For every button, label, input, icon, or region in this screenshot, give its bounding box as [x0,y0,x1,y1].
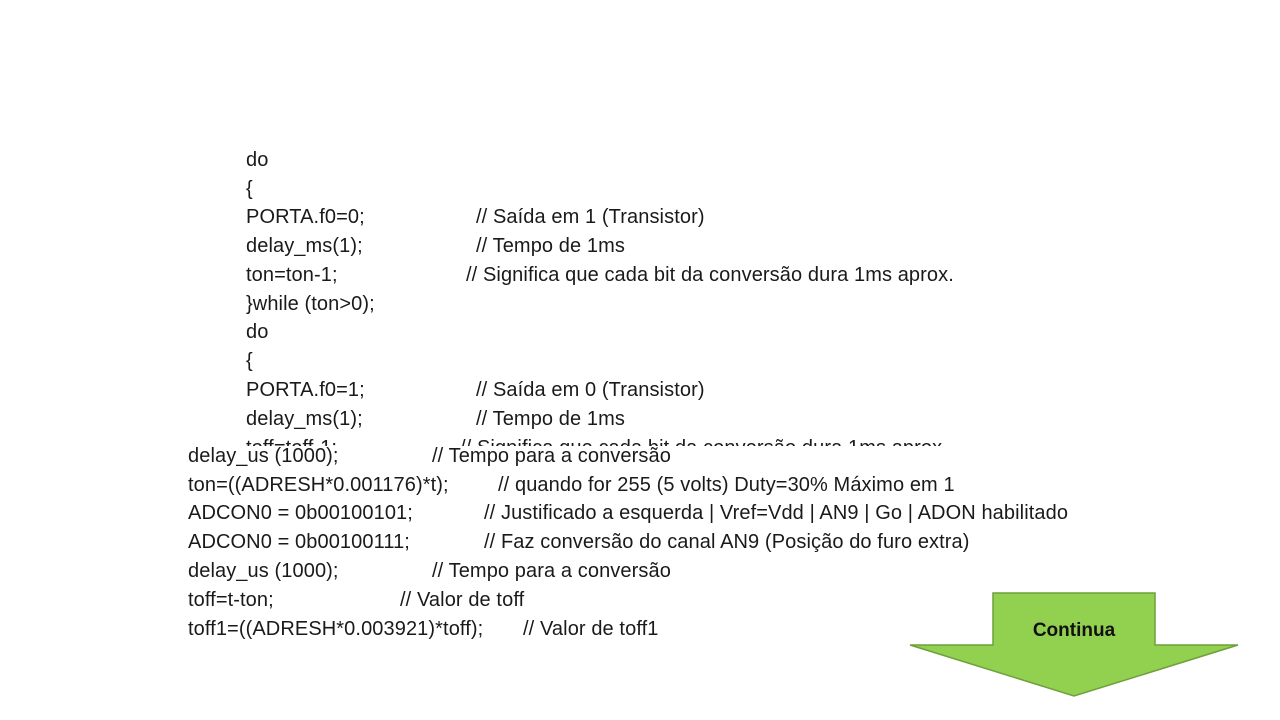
code-line: ADCON0 = 0b00100101; [188,502,413,524]
code-line: }while (ton>0); [246,293,375,315]
code-comment: // Justificado a esquerda | Vref=Vdd | A… [484,502,1069,524]
down-arrow-icon [909,592,1239,697]
code-line: { [246,178,253,200]
code-line: delay_us (1000); [188,445,339,467]
code-line: PORTA.f0=0; [246,206,365,228]
code-comment: // Valor de toff1 [523,618,659,640]
code-comment: // Tempo para a conversão [432,560,671,582]
code-line: delay_ms(1); [246,408,363,430]
continue-label: Continua [1032,620,1116,641]
code-line: ton=((ADRESH*0.001176)*t); [188,474,449,496]
code-line: delay_ms(1); [246,235,363,257]
code-comment: // Faz conversão do canal AN9 (Posição d… [484,531,970,553]
code-comment: // Tempo de 1ms [476,235,625,257]
code-line: delay_us (1000); [188,560,339,582]
code-comment: // Significa que cada bit da conversão d… [460,436,948,446]
code-comment: // Valor de toff [400,589,525,611]
code-comment: // Tempo para a conversão [432,445,671,467]
code-line: do [246,321,269,343]
code-line: ton=ton-1; [246,264,338,286]
code-line: toff1=((ADRESH*0.003921)*toff); [188,618,484,640]
code-line: toff=t-ton; [188,589,274,611]
code-comment: // Significa que cada bit da conversão d… [466,264,954,286]
code-comment: // Saída em 1 (Transistor) [476,206,705,228]
code-line: { [246,350,253,372]
code-comment: // Saída em 0 (Transistor) [476,379,705,401]
code-line: do [246,149,269,171]
code-comment: // Tempo de 1ms [476,408,625,430]
continue-arrow[interactable] [908,592,1240,698]
code-line: ADCON0 = 0b00100111; [188,531,410,553]
code-line: PORTA.f0=1; [246,379,365,401]
code-line: toff=toff-1; [246,436,337,446]
code-comment: // quando for 255 (5 volts) Duty=30% Máx… [498,474,955,496]
